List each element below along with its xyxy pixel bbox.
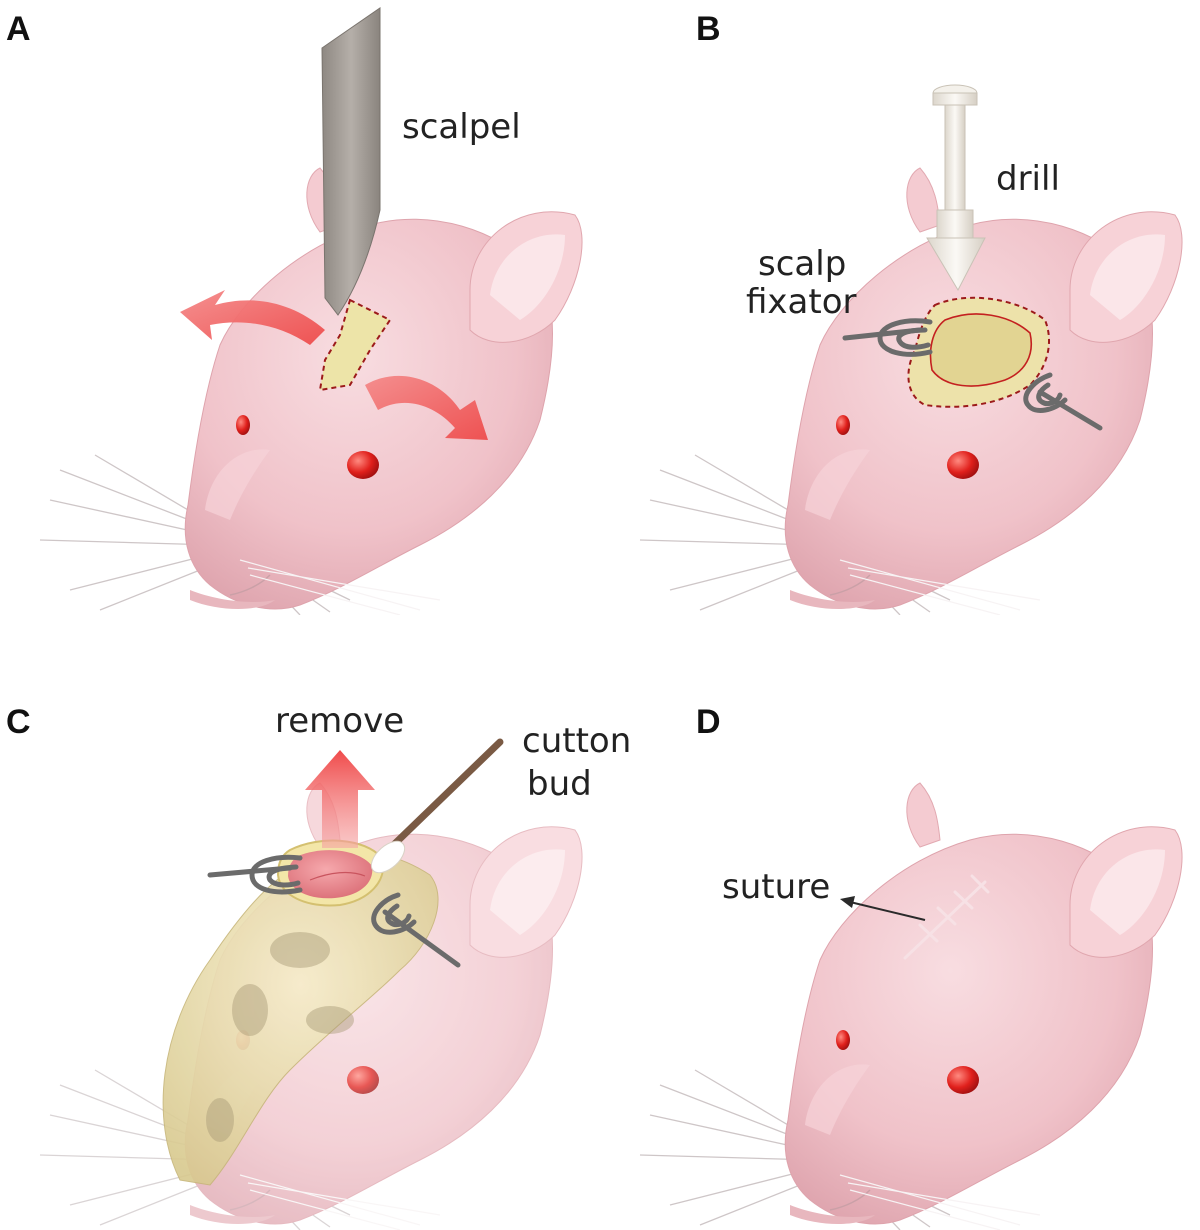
rat-b [639, 167, 1183, 615]
panel-d: D suture [639, 703, 1183, 1230]
scalp-fixator-left [842, 318, 933, 357]
retract-arrow-right [365, 375, 488, 440]
panel-c: C remove cutton bud [6, 701, 631, 1230]
panel-letter-d: D [696, 703, 721, 741]
suture-label: suture [722, 867, 830, 907]
brain-vessel [309, 871, 366, 881]
remove-label: remove [275, 701, 404, 741]
scalpel-label: scalpel [402, 107, 521, 147]
cotton-bud-stick [376, 738, 504, 862]
cotton-bud-tip [370, 840, 406, 874]
rat-a [39, 167, 583, 615]
panel-letter-c: C [6, 703, 31, 741]
panel-letter-b: B [696, 10, 721, 48]
drill [926, 84, 986, 292]
fixator-label-line1: scalp [758, 244, 846, 284]
cotton-bud-label-line2: bud [527, 764, 592, 804]
skull-c [162, 850, 439, 1186]
suture-pointer-line [849, 901, 926, 921]
fixator-label-line2: fixator [746, 282, 857, 322]
suture-stitches [903, 874, 990, 960]
remove-arrow [305, 750, 375, 848]
retract-arrow-left [180, 290, 325, 345]
cotton-bud-label-line1: cutton [522, 721, 631, 761]
suture-pointer-head [840, 896, 855, 908]
scalp-fixator-c-left [207, 854, 303, 895]
scalp-fixator-right [1023, 372, 1103, 431]
panel-letter-a: A [6, 10, 31, 48]
scalp-fixator-c-right [371, 892, 461, 968]
drill-label: drill [996, 159, 1060, 199]
drill-outline-b [929, 313, 1032, 387]
skull-openings [206, 932, 354, 1142]
rat-d [639, 782, 1183, 1230]
scalpel-blade [321, 7, 381, 316]
panel-b: B drill scalp fixator [639, 10, 1183, 615]
incision-area-a [318, 298, 392, 392]
panel-a: A scalpel [6, 7, 583, 615]
